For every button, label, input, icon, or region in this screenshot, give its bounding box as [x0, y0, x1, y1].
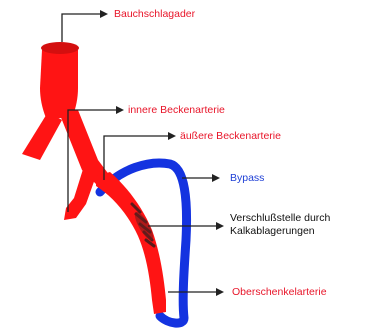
label-bauchschlagader: Bauchschlagader	[114, 8, 195, 20]
label-verschlussstelle-line2: Kalkablagerungen	[230, 225, 315, 237]
label-bypass: Bypass	[230, 172, 264, 184]
internal-iliac-artery	[64, 166, 96, 220]
femoral-artery	[96, 172, 166, 314]
label-aeussere-beckenarterie: äußere Beckenarterie	[180, 130, 281, 142]
left-iliac-artery	[22, 112, 62, 160]
label-innere-beckenarterie: innere Beckenarterie	[128, 104, 225, 116]
label-oberschenkelarterie: Oberschenkelarterie	[232, 286, 327, 298]
abdominal-aorta	[40, 42, 79, 118]
label-verschlussstelle-line1: Verschlußstelle durch	[230, 212, 330, 224]
